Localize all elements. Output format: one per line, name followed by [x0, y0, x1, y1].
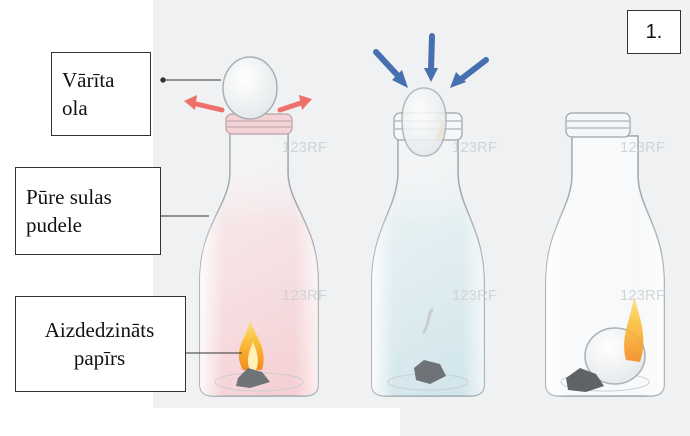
label-line: ola	[62, 94, 140, 122]
label-line: Vārīta	[62, 66, 140, 94]
label-boiled-egg: Vārīta ola	[51, 52, 151, 136]
svg-text:123RF: 123RF	[452, 287, 497, 304]
svg-text:123RF: 123RF	[620, 287, 665, 304]
label-line: pudele	[26, 211, 150, 239]
step-number-badge: 1.	[627, 10, 681, 54]
label-line: papīrs	[24, 344, 175, 372]
svg-text:123RF: 123RF	[282, 139, 327, 156]
egg-2	[402, 88, 446, 156]
svg-text:123RF: 123RF	[452, 139, 497, 156]
label-puree-bottle: Pūre sulas pudele	[15, 167, 161, 255]
egg-1	[223, 57, 277, 119]
svg-text:123RF: 123RF	[620, 139, 665, 156]
label-line: Pūre sulas	[26, 183, 150, 211]
label-lit-paper: Aizdedzināts papīrs	[15, 296, 186, 392]
svg-text:123RF: 123RF	[282, 287, 327, 304]
label-line: Aizdedzināts	[24, 316, 175, 344]
